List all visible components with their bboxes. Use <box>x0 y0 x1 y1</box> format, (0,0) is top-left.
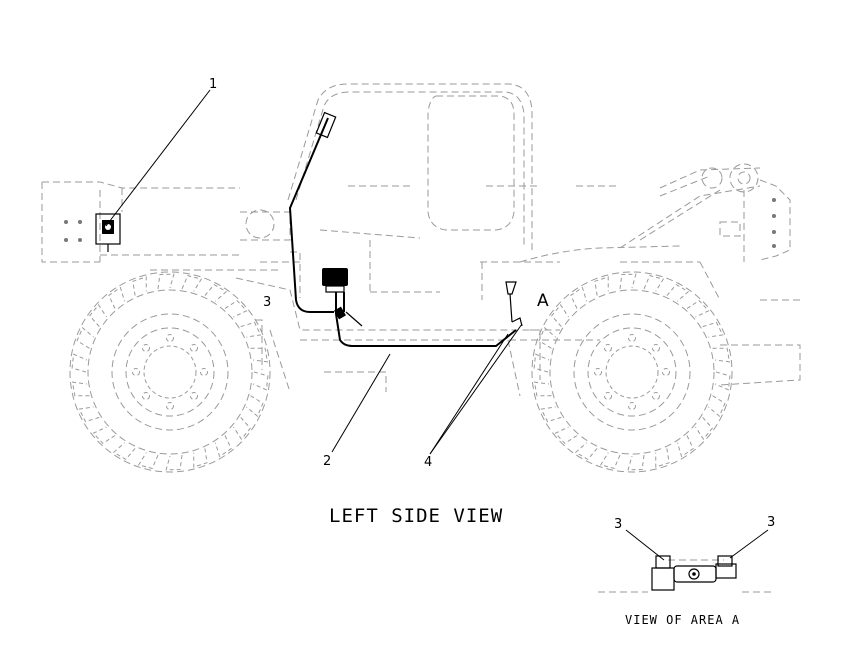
leader-4b <box>429 323 523 455</box>
detail-callout-3-left: 3 <box>614 517 622 532</box>
callout-1: 1 <box>209 77 217 92</box>
callout-4: 4 <box>424 455 432 470</box>
callout-3: 3 <box>263 295 271 310</box>
rear-wheel <box>69 271 271 473</box>
leader-1 <box>105 89 211 227</box>
leader-lines <box>105 89 523 455</box>
main-view-caption: LEFT SIDE VIEW <box>329 505 503 527</box>
rear-wheel-bolts <box>132 334 208 410</box>
front-wheel-bolts <box>594 334 670 410</box>
rear-wheel-tread <box>71 273 269 471</box>
rear-body <box>41 181 291 271</box>
front-wheel-tread <box>533 273 731 471</box>
detail-view-caption: VIEW OF AREA A <box>625 613 740 627</box>
detail-view-area-a: 3 3 VIEW OF AREA A <box>598 515 775 627</box>
rear-connector <box>95 213 121 252</box>
chassis <box>235 245 801 392</box>
area-a-label: A <box>537 291 549 311</box>
front-wheel <box>531 271 733 473</box>
boom-assembly <box>619 163 791 262</box>
cab <box>287 83 620 298</box>
callout-2: 2 <box>323 454 331 469</box>
leader-2 <box>331 353 391 453</box>
wiring-harness <box>288 111 523 347</box>
fenders <box>256 319 541 397</box>
detail-callout-3-right: 3 <box>767 515 775 530</box>
leader-4a <box>429 333 509 455</box>
